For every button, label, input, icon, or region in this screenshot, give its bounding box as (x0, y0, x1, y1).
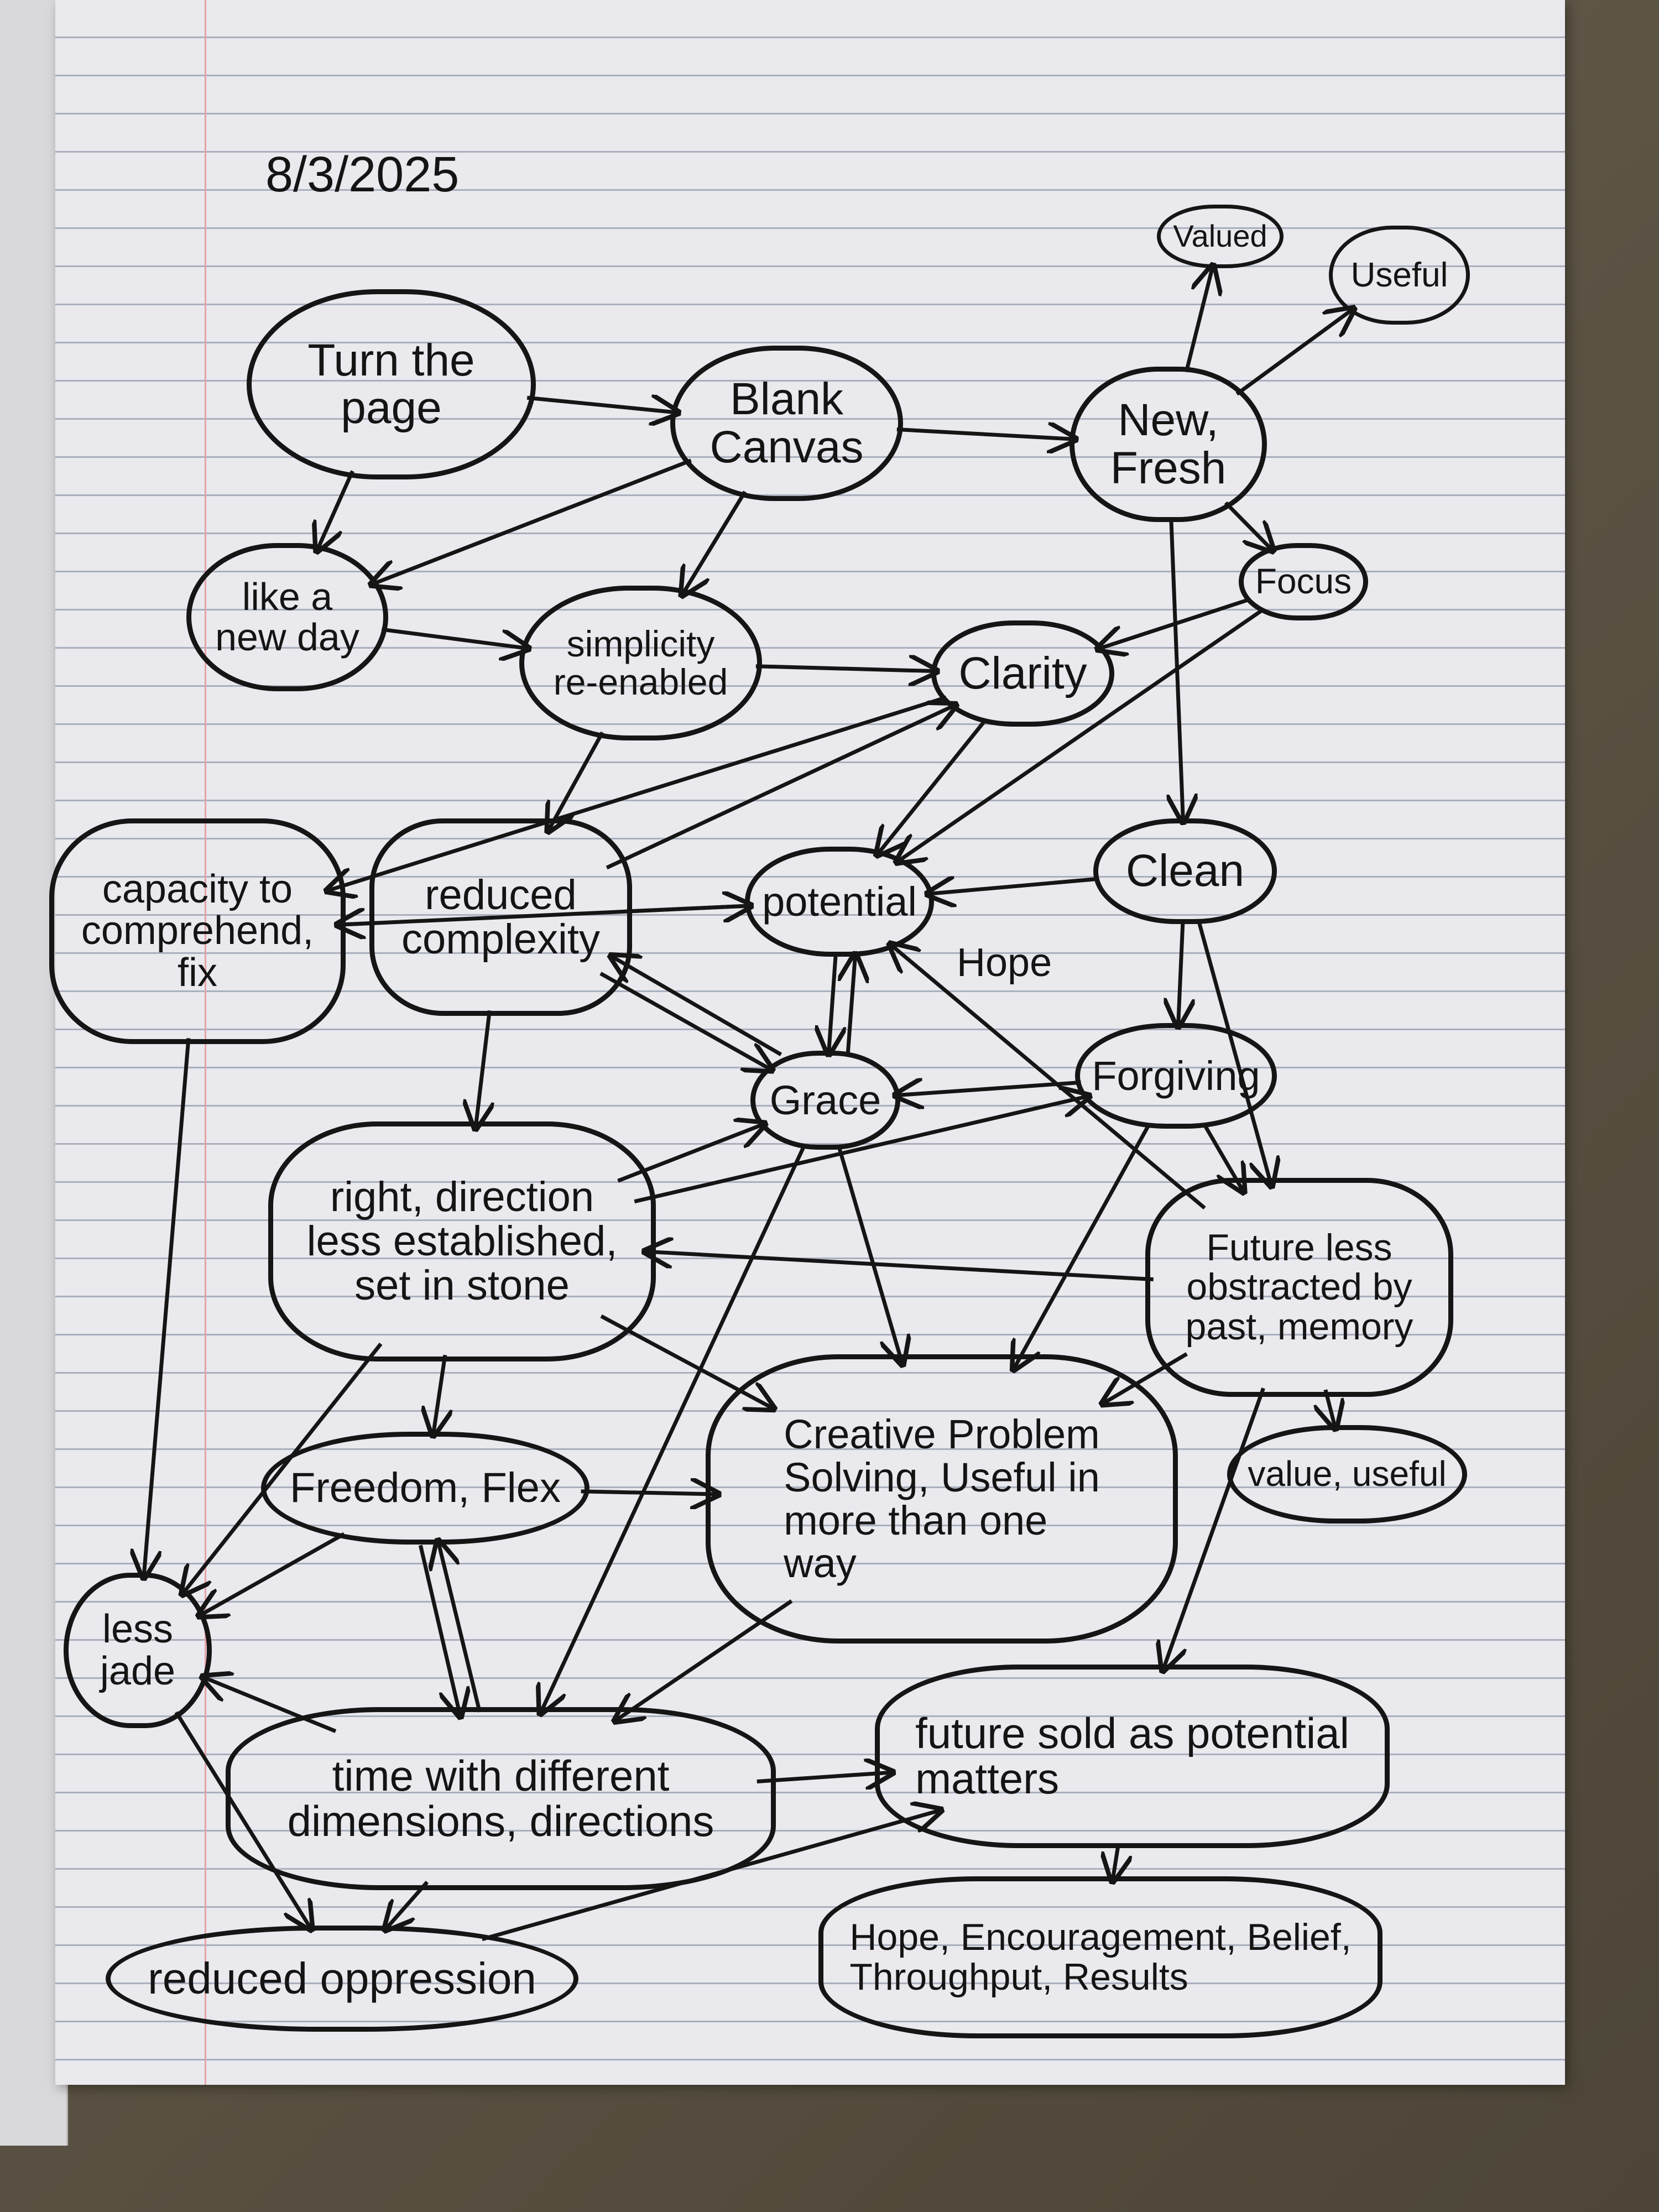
edge-likeday-to-simplicity (381, 627, 528, 648)
edge-future-to-futuresold (1163, 1387, 1265, 1670)
edge-grace-to-potential (848, 955, 855, 1055)
edge-potential-to-grace (829, 953, 836, 1053)
node-freedom-flex: Freedom, Flex (261, 1432, 589, 1545)
edge-clarity-to-potential (878, 718, 988, 854)
edge-grace-to-time (541, 1144, 806, 1713)
node-future-less-obstracted: Future less obstracted by past, memory (1145, 1178, 1453, 1397)
date-label: 8/3/2025 (265, 147, 460, 202)
node-simplicity-re-enabled: simplicity re-enabled (519, 586, 762, 740)
node-focus: Focus (1239, 543, 1368, 620)
node-right-direction: right, direction less established, set i… (268, 1121, 656, 1361)
node-less-jade: less jade (64, 1573, 212, 1728)
node-forgiving: Forgiving (1075, 1023, 1277, 1129)
node-turn-the-page: Turn the page (247, 289, 536, 479)
edge-time-to-futuresold (757, 1772, 892, 1781)
node-reduced-oppression: reduced oppression (106, 1926, 578, 2032)
edge-focus-to-potential (898, 608, 1265, 862)
edge-clean-to-potential (928, 879, 1099, 894)
edge-focus-to-clarity (1098, 597, 1250, 649)
node-valued: Valued (1157, 205, 1284, 268)
edge-reduced-to-clarity (606, 705, 955, 870)
node-hope-encouragement: Hope, Encouragement, Belief, Throughput,… (818, 1876, 1383, 2038)
node-new-fresh: New, Fresh (1070, 367, 1267, 522)
edge-newfresh-to-useful (1235, 309, 1353, 396)
edge-right-to-forgiving (634, 1096, 1088, 1204)
edge-turn-to-blank (526, 398, 677, 413)
node-like-a-new-day: like a new day (186, 543, 388, 691)
edge-forgiving-to-creative (1014, 1123, 1151, 1369)
node-clean: Clean (1093, 818, 1277, 924)
node-reduced-complexity: reduced complexity (369, 818, 632, 1016)
edge-simplicity-to-clarity (755, 666, 936, 671)
edge-grace-to-reduced (612, 956, 782, 1056)
edge-reduced-to-right (476, 1010, 489, 1128)
node-potential: potential (745, 847, 934, 957)
edge-newfresh-to-valued (1184, 267, 1213, 373)
node-value-useful: value, useful (1227, 1425, 1467, 1524)
edge-time-to-freedom (438, 1542, 482, 1713)
edge-capacity-to-potential (337, 906, 750, 927)
edge-blank-to-simplicity (682, 491, 747, 594)
edge-grace-to-creative (837, 1146, 902, 1364)
edge-freedom-to-time (418, 1545, 460, 1715)
edge-clean-to-forgiving (1178, 921, 1183, 1026)
edge-simplicity-to-reduced (549, 731, 604, 830)
node-useful: Useful (1329, 226, 1470, 325)
edge-newfresh-to-focus (1224, 501, 1272, 550)
edge-reduced-to-grace (599, 972, 771, 1070)
edge-blank-to-likeday (372, 458, 692, 585)
node-clarity: Clarity (931, 620, 1114, 727)
edge-freedom-to-lessjade (200, 1532, 346, 1615)
node-capacity-to-comprehend-fix: capacity to comprehend, fix (49, 818, 346, 1044)
hope-label: Hope (957, 941, 1052, 985)
edge-turn-to-likeday (317, 470, 354, 550)
node-time-with-different-dimensions: time with different dimensions, directio… (226, 1707, 776, 1890)
edge-futuresold-to-hope (1113, 1843, 1119, 1880)
edge-right-to-freedom (433, 1354, 445, 1434)
edge-forgiving-to-grace (896, 1082, 1081, 1095)
edge-blank-to-newfresh (896, 429, 1075, 439)
edge-freedom-to-creative (581, 1491, 718, 1494)
edge-capacity-to-lessjade (144, 1038, 191, 1577)
edge-future-to-potential (891, 945, 1206, 1210)
node-blank-canvas: Blank Canvas (670, 346, 903, 501)
node-grace: Grace (750, 1051, 900, 1150)
node-future-sold-as-potential: future sold as potential matters (875, 1665, 1390, 1848)
edge-future-to-right (645, 1251, 1154, 1282)
node-creative-problem-solving: Creative Problem Solving, Useful in more… (706, 1354, 1178, 1644)
